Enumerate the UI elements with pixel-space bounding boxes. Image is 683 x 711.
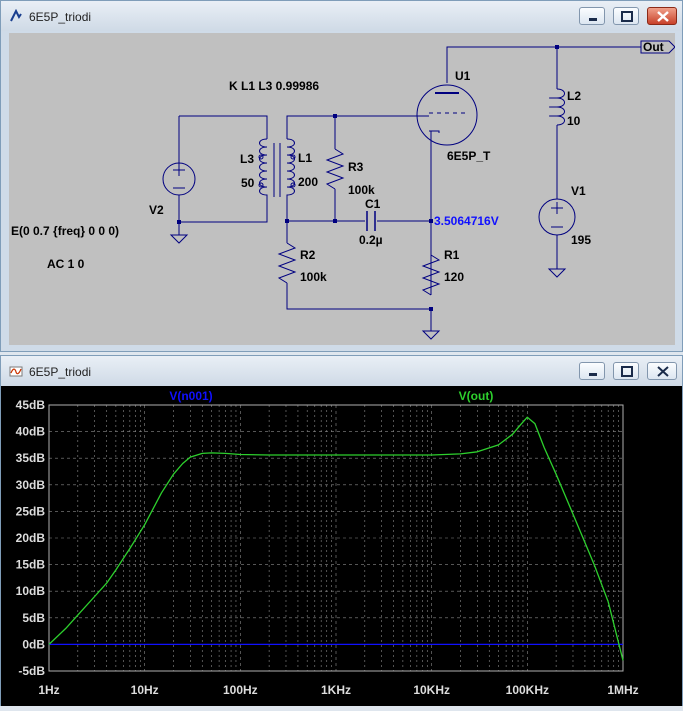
x-tick-label: 10Hz <box>131 683 159 697</box>
y-tick-label: 10dB <box>16 584 46 598</box>
plot-traces <box>48 416 624 661</box>
c1-ref: C1 <box>365 197 381 211</box>
restore-icon <box>621 366 633 377</box>
y-tick-label: 0dB <box>22 637 45 651</box>
plot-titlebar[interactable]: 6E5P_triodi <box>1 356 682 386</box>
l1-value: 200 <box>298 175 318 189</box>
inductor-l2[interactable] <box>549 88 565 126</box>
x-tick-label: 100KHz <box>506 683 549 697</box>
l1-ref: L1 <box>298 151 312 165</box>
minimize-icon <box>589 373 597 376</box>
resistor-r1[interactable] <box>421 254 441 296</box>
y-tick-label: 20dB <box>16 531 46 545</box>
r3-value: 100k <box>348 183 375 197</box>
v2-ref: V2 <box>149 203 164 217</box>
x-axis-ticks: 1Hz 10Hz 100Hz 1KHz 10KHz 100KHz 1MHz <box>38 683 638 697</box>
y-tick-label: 35dB <box>16 451 46 465</box>
voltage-source-v2[interactable] <box>162 162 196 196</box>
schematic-window: 6E5P_triodi <box>0 0 683 352</box>
x-tick-label: 1KHz <box>321 683 351 697</box>
close-icon <box>657 11 669 22</box>
x-tick-label: 100Hz <box>223 683 258 697</box>
plot-window: 6E5P_triodi 45dB 40dB 35dB 30dB 25dB 20dB 15dB… <box>0 355 683 706</box>
resistor-r3[interactable] <box>325 148 345 190</box>
x-tick-label: 1Hz <box>38 683 59 697</box>
l3-ref: L3 <box>240 152 254 166</box>
y-tick-label: 30dB <box>16 478 46 492</box>
v1-ref: V1 <box>571 184 586 198</box>
plot-legend[interactable]: V(n001) V(out) <box>169 389 493 403</box>
ground-icon <box>421 330 441 340</box>
schematic-close-button[interactable] <box>647 7 677 25</box>
bode-plot[interactable]: 45dB 40dB 35dB 30dB 25dB 20dB 15dB 10dB 5dB 0dB -5… <box>1 386 682 706</box>
c1-value: 0.2µ <box>359 233 383 247</box>
minimize-icon <box>589 18 597 21</box>
schematic-window-title: 6E5P_triodi <box>29 10 92 24</box>
l2-ref: L2 <box>567 89 581 103</box>
plot-minimize-button[interactable] <box>579 362 605 380</box>
v1-value: 195 <box>571 233 591 247</box>
ground-icon <box>169 234 189 244</box>
schematic-drawing[interactable]: Out U1 6E5P_T L2 10 <box>9 33 676 345</box>
u1-ref: U1 <box>455 69 471 83</box>
source-directive-line2[interactable]: AC 1 0 <box>47 257 85 271</box>
r3-ref: R3 <box>348 160 364 174</box>
resistor-r2[interactable] <box>277 242 297 284</box>
y-tick-label: -5dB <box>18 664 45 678</box>
trace-v-out <box>48 416 624 661</box>
y-tick-label: 45dB <box>16 398 46 412</box>
restore-icon <box>621 11 633 22</box>
y-tick-label: 5dB <box>22 611 45 625</box>
y-tick-label: 15dB <box>16 558 46 572</box>
schematic-minimize-button[interactable] <box>579 7 605 25</box>
plot-area-border <box>48 404 624 672</box>
plot-canvas[interactable]: 45dB 40dB 35dB 30dB 25dB 20dB 15dB 10dB 5dB 0dB -5… <box>1 386 682 706</box>
y-tick-label: 25dB <box>16 504 46 518</box>
r1-ref: R1 <box>444 248 460 262</box>
y-axis-ticks: 45dB 40dB 35dB 30dB 25dB 20dB 15dB 10dB 5dB 0dB -5… <box>16 398 46 678</box>
y-tick-label: 40dB <box>16 425 46 439</box>
x-tick-label: 10KHz <box>413 683 450 697</box>
voltage-source-v1[interactable] <box>538 198 576 236</box>
junction-dots <box>177 45 559 311</box>
r1-value: 120 <box>444 270 464 284</box>
u1-model: 6E5P_T <box>447 149 491 163</box>
wires <box>178 46 641 331</box>
close-icon <box>657 366 669 377</box>
plot-restore-button[interactable] <box>613 362 639 380</box>
coupled-inductors-l3-l1[interactable] <box>258 138 296 201</box>
r2-ref: R2 <box>300 248 316 262</box>
r2-value: 100k <box>300 270 327 284</box>
plot-grid <box>48 404 623 672</box>
plot-close-button[interactable] <box>647 362 677 380</box>
legend-entry[interactable]: V(n001) <box>169 389 212 403</box>
x-tick-label: 1MHz <box>607 683 638 697</box>
svg-text:Out: Out <box>643 40 664 54</box>
l3-value: 50 <box>241 176 255 190</box>
waveform-app-icon <box>9 366 23 377</box>
schematic-titlebar[interactable]: 6E5P_triodi <box>1 1 682 31</box>
coupling-directive[interactable]: K L1 L3 0.99986 <box>229 79 319 93</box>
plot-window-title: 6E5P_triodi <box>29 365 92 379</box>
triode-u1[interactable] <box>416 84 478 146</box>
legend-entry[interactable]: V(out) <box>459 389 494 403</box>
net-label-out[interactable]: Out <box>640 40 676 54</box>
ground-icon <box>547 268 567 278</box>
probe-voltage-label: 3.5064716V <box>434 214 499 228</box>
schematic-restore-button[interactable] <box>613 7 639 25</box>
schematic-app-icon <box>10 9 22 22</box>
l2-value: 10 <box>567 114 581 128</box>
capacitor-c1[interactable] <box>366 211 376 231</box>
schematic-canvas[interactable]: Out U1 6E5P_T L2 10 <box>9 33 676 345</box>
source-directive-line1[interactable]: E(0 0.7 {freq} 0 0 0) <box>11 224 119 238</box>
